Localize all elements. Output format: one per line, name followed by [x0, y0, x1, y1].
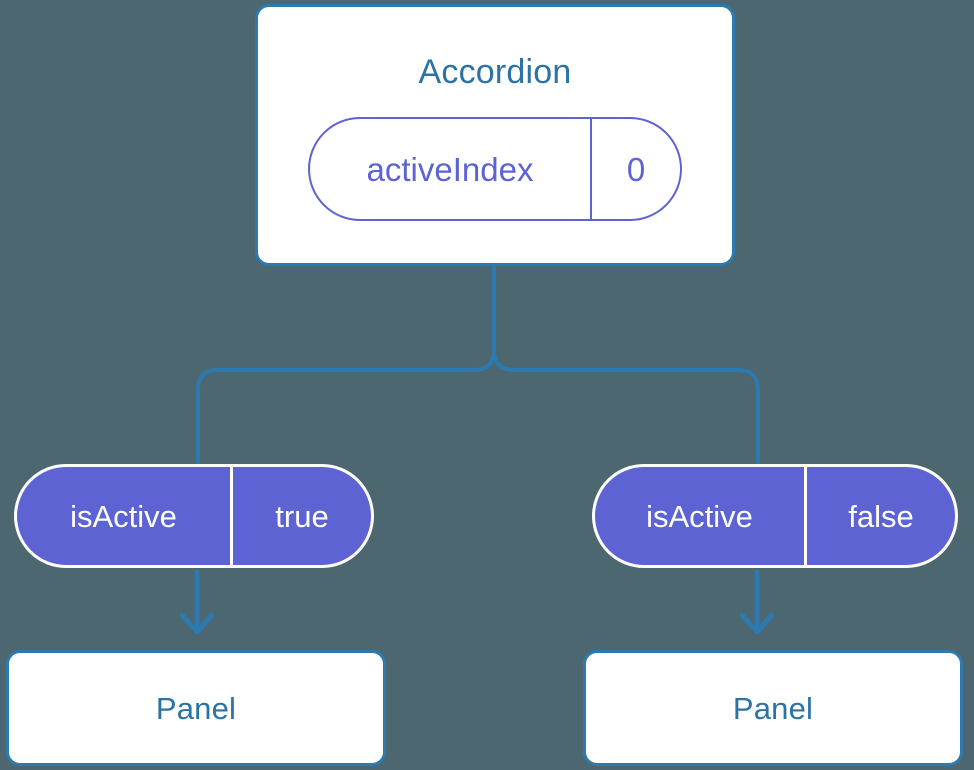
prop-pill-right-key: isActive	[595, 467, 807, 565]
panel-node-right[interactable]: Panel	[583, 650, 963, 766]
panel-node-left[interactable]: Panel	[6, 650, 386, 766]
tree-connector-path-right	[492, 348, 760, 464]
accordion-title: Accordion	[418, 53, 572, 91]
state-pill-value: 0	[626, 150, 646, 188]
prop-pill-right[interactable]: isActive false	[592, 464, 958, 568]
prop-pill-left[interactable]: isActive true	[14, 464, 374, 568]
tree-connector-path	[196, 264, 496, 464]
panel-right-title: Panel	[732, 690, 814, 726]
prop-pill-right-value: false	[848, 498, 914, 534]
arrow-right-icon	[739, 569, 775, 635]
state-pill-active-index[interactable]: activeIndex 0	[308, 117, 682, 221]
prop-pill-left-key: isActive	[17, 467, 233, 565]
prop-pill-left-value: true	[275, 498, 329, 534]
panel-left-title: Panel	[155, 690, 237, 726]
state-pill-key: activeIndex	[310, 119, 592, 219]
arrow-left-icon	[179, 569, 215, 635]
